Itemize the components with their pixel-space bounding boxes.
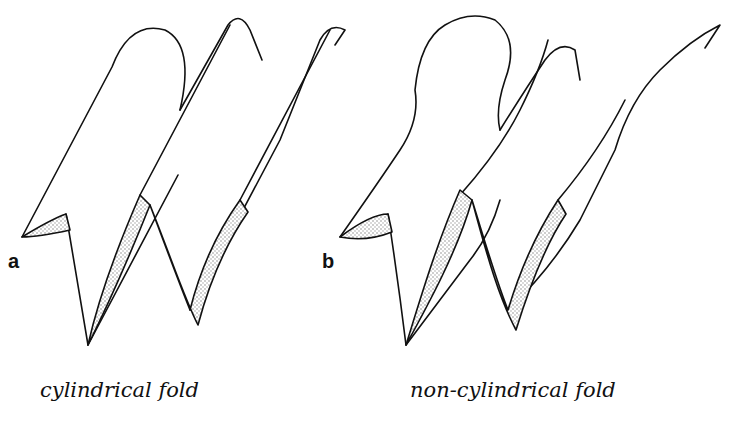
- cylindrical-fold-sketch: [22, 19, 345, 345]
- panel-letter: b: [322, 250, 334, 273]
- panel-letter: a: [8, 250, 19, 273]
- non-cylindrical-fold-sketch: [340, 16, 720, 345]
- fold-caption: cylindrical fold: [40, 378, 199, 402]
- fold-caption: non-cylindrical fold: [410, 378, 616, 402]
